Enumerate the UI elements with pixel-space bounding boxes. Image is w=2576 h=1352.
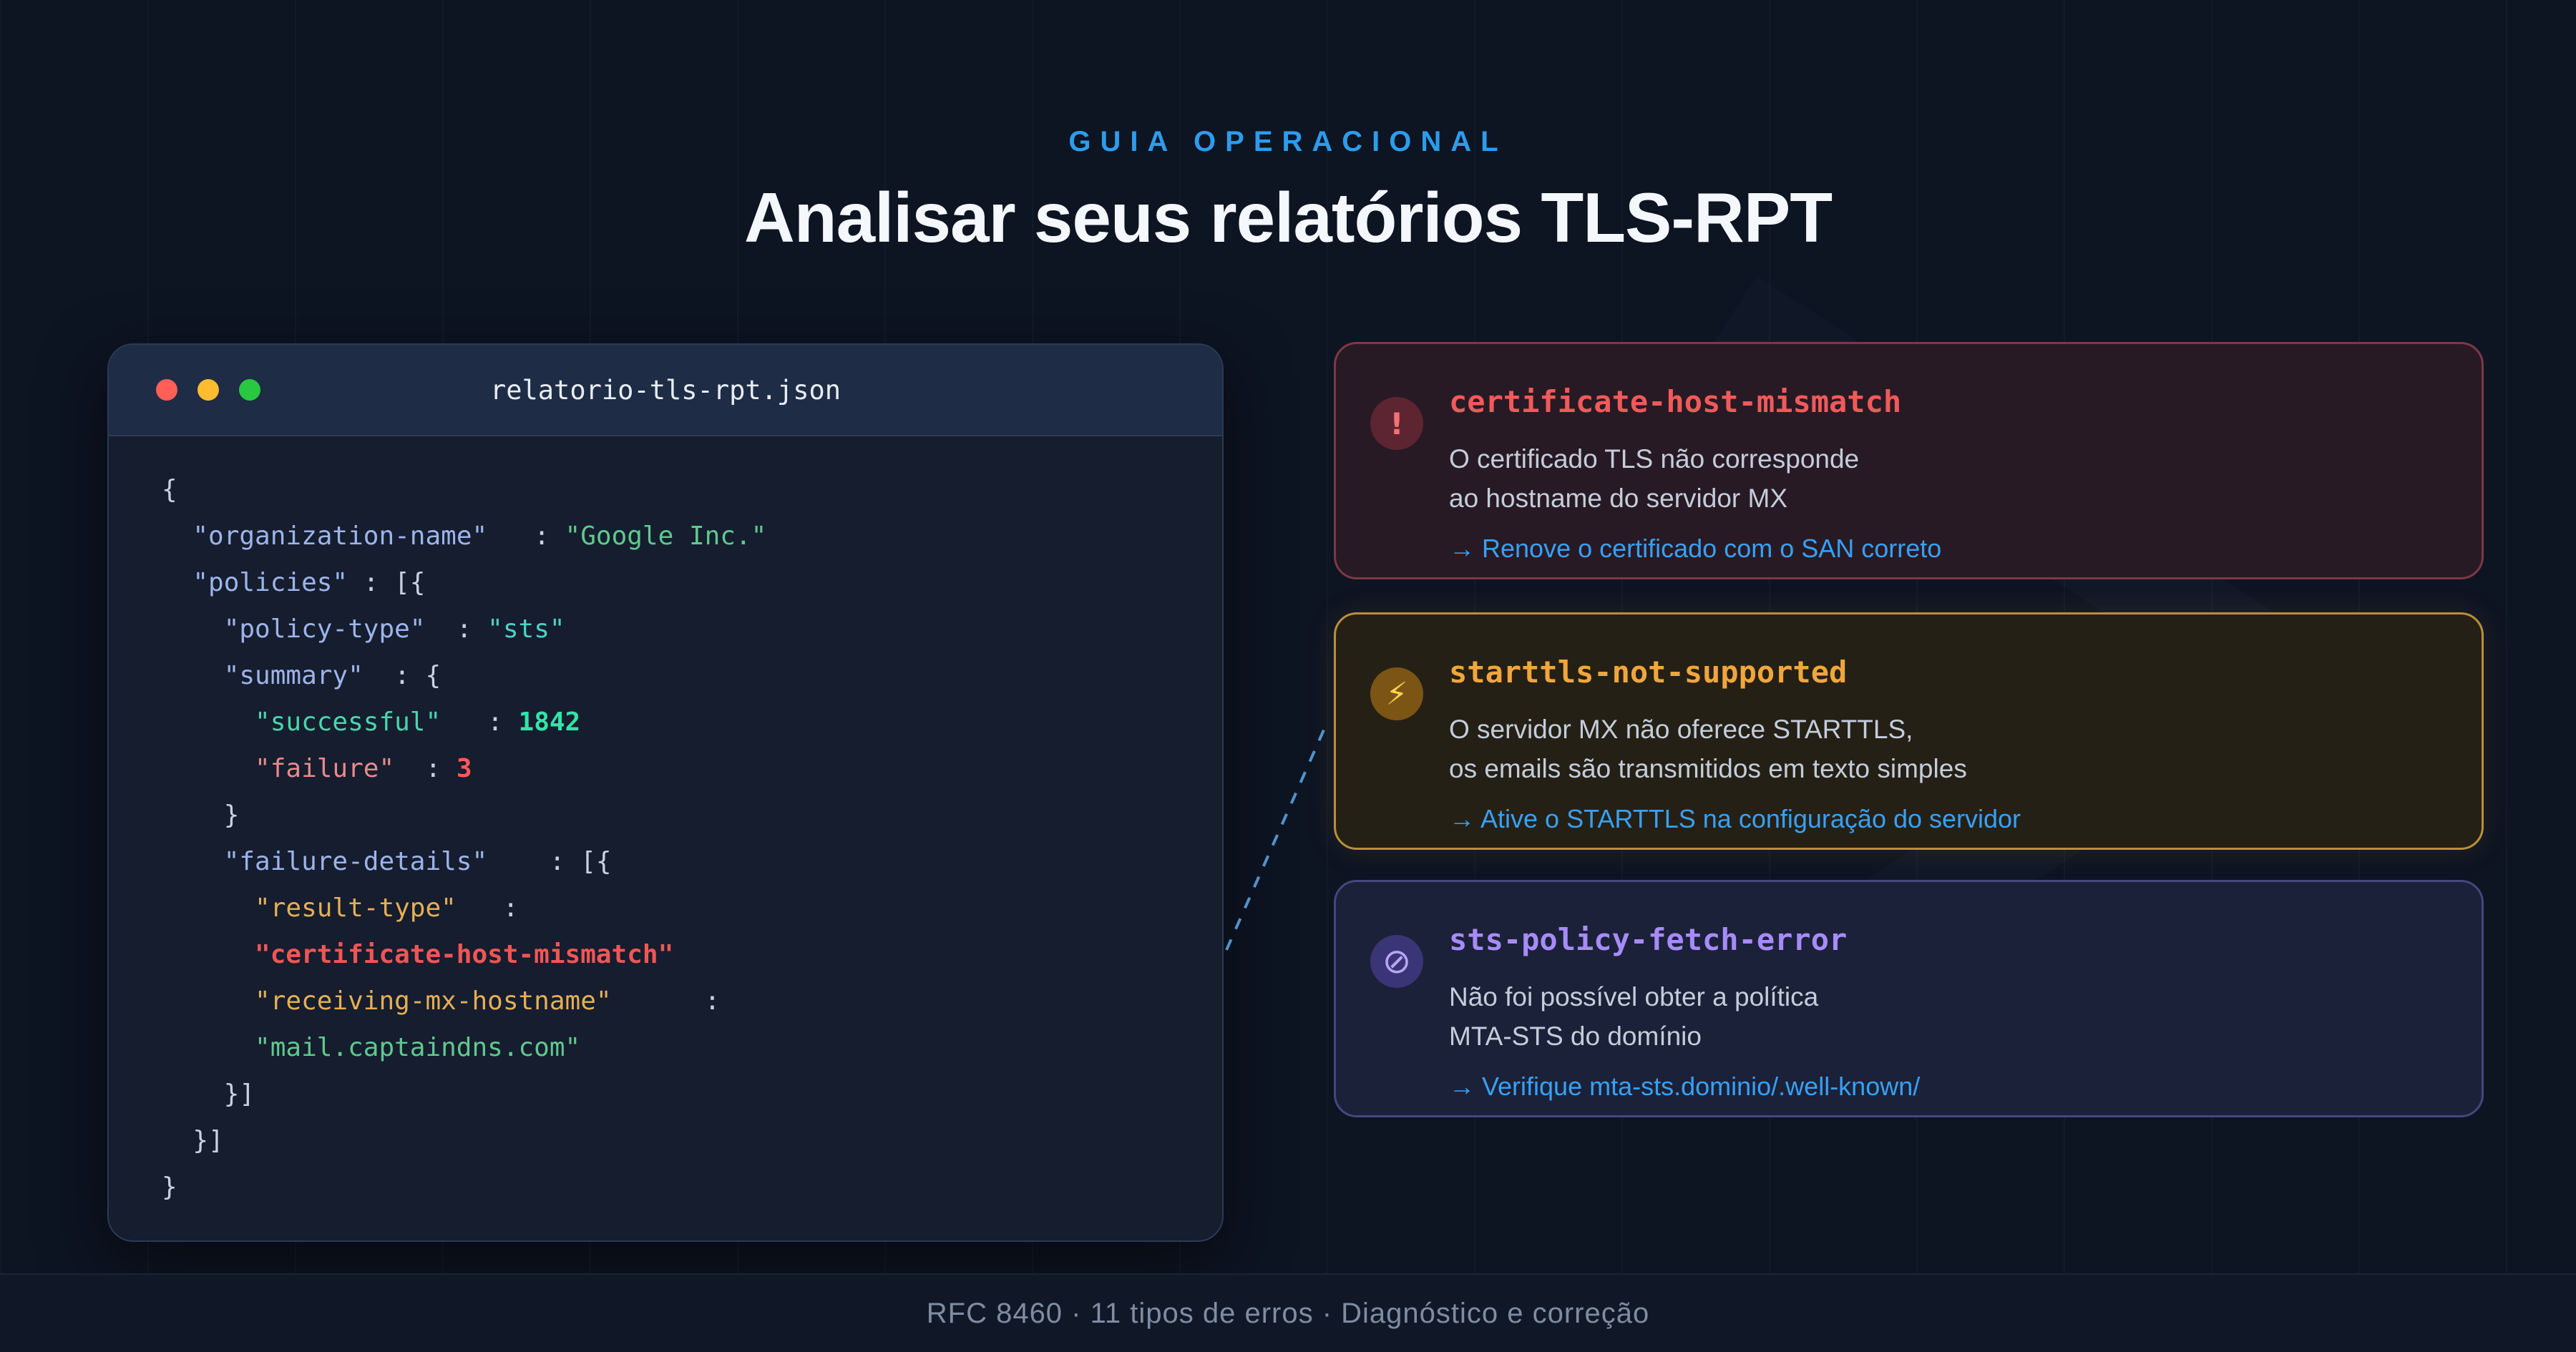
- code-editor-window: relatorio-tls-rpt.json { "organization-n…: [107, 343, 1224, 1242]
- window-controls: [156, 379, 260, 401]
- page-title: Analisar seus relatórios TLS-RPT: [743, 178, 1833, 257]
- error-card-certificate-host-mismatch: ! certificate-host-mismatch O certificad…: [1334, 342, 2484, 579]
- error-card-starttls-not-supported: ⚡ starttls-not-supported O servidor MX n…: [1334, 612, 2484, 850]
- maximize-window-icon[interactable]: [239, 379, 260, 401]
- prohibited-icon: ⊘: [1370, 935, 1423, 988]
- lightning-icon: ⚡: [1370, 667, 1423, 720]
- eyebrow-label: GUIA OPERACIONAL: [1068, 126, 1508, 157]
- footer-text: RFC 8460 · 11 tipos de erros · Diagnósti…: [926, 1297, 1650, 1329]
- error-card-description: O servidor MX não oferece STARTTLS, os e…: [1449, 710, 2453, 788]
- error-card-description: O certificado TLS não corresponde ao hos…: [1449, 439, 2453, 518]
- code-lines: { "organization-name" : "Google Inc." "p…: [162, 475, 767, 1202]
- error-card-title: sts-policy-fetch-error: [1449, 922, 1848, 957]
- filename-label: relatorio-tls-rpt.json: [489, 374, 841, 406]
- close-window-icon[interactable]: [156, 379, 177, 401]
- description-line: ao hostname do servidor MX: [1449, 484, 1788, 513]
- error-card-action-link[interactable]: → Renove o certificado com o SAN correto: [1449, 534, 1942, 563]
- footer-band: RFC 8460 · 11 tipos de erros · Diagnósti…: [0, 1273, 2576, 1352]
- error-card-description: Não foi possível obter a política MTA-ST…: [1449, 977, 2453, 1056]
- error-card-action-link[interactable]: → Ative o STARTTLS na configuração do se…: [1449, 804, 2021, 833]
- code-window-titlebar: relatorio-tls-rpt.json: [109, 345, 1222, 436]
- minimize-window-icon[interactable]: [197, 379, 219, 401]
- error-card-title: certificate-host-mismatch: [1449, 384, 1902, 419]
- alert-icon: !: [1370, 397, 1423, 450]
- description-line: MTA-STS do domínio: [1449, 1022, 1702, 1051]
- error-card-action-link[interactable]: → Verifique mta-sts.dominio/.well-known/: [1449, 1072, 1921, 1101]
- description-line: O certificado TLS não corresponde: [1449, 444, 1860, 474]
- error-card-title: starttls-not-supported: [1449, 655, 1848, 690]
- description-line: Não foi possível obter a política: [1449, 982, 1819, 1011]
- error-card-sts-policy-fetch-error: ⊘ sts-policy-fetch-error Não foi possíve…: [1334, 880, 2484, 1117]
- description-line: O servidor MX não oferece STARTTLS,: [1449, 715, 1913, 744]
- description-line: os emails são transmitidos em texto simp…: [1449, 754, 1967, 783]
